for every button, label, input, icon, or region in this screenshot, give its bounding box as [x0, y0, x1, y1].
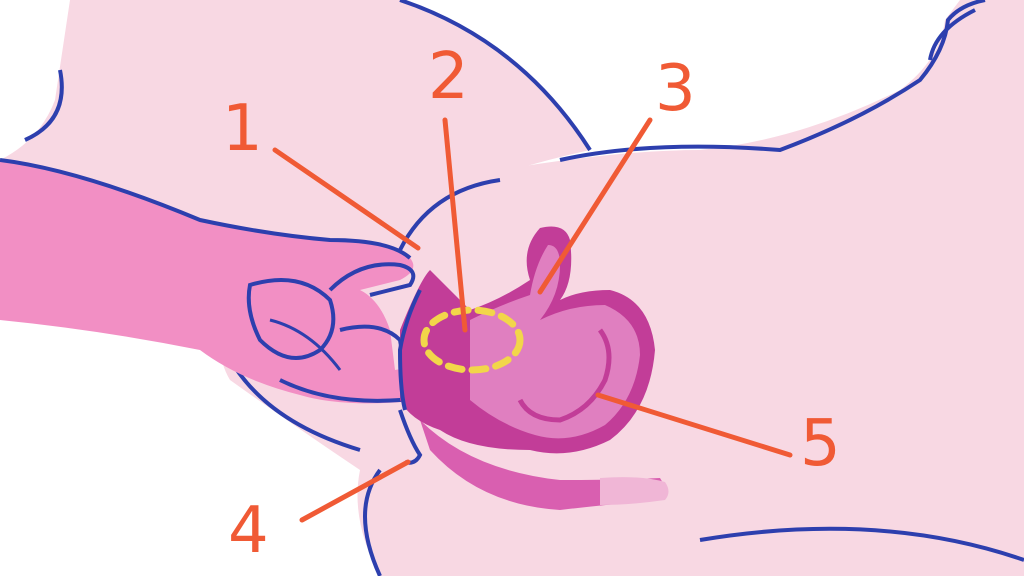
dotted-zone-marker	[420, 306, 524, 374]
callout-line-1	[272, 147, 421, 251]
thumb-outline	[269, 318, 342, 371]
callout-labels: 1 2 3 4 5	[222, 40, 841, 568]
callout-label-5: 5	[800, 407, 841, 481]
pelvic-anatomy-illustration	[397, 226, 669, 510]
right-hip-shape	[220, 0, 1024, 576]
arm-top-outline	[0, 158, 412, 260]
canal-outline	[397, 289, 422, 411]
callout-label-2: 2	[428, 40, 469, 114]
right-hip-outline-inner	[928, 8, 976, 61]
callout-label-4: 4	[228, 494, 269, 568]
upper-thigh-outline	[399, 0, 592, 152]
upper-thigh-shape	[0, 0, 590, 260]
callout-label-1: 1	[222, 92, 263, 166]
callout-lines	[272, 117, 793, 523]
spiral-line	[517, 328, 612, 423]
vulva-outline	[398, 178, 501, 251]
right-hip-outline	[559, 0, 986, 162]
arm-shape	[0, 160, 497, 404]
left-curve-outline	[24, 69, 64, 142]
callout-line-2	[442, 117, 468, 333]
callout-line-3	[537, 117, 653, 295]
lower-canal-tail	[600, 477, 669, 505]
callout-label-3: 3	[655, 52, 696, 126]
finger-outline-1	[328, 262, 416, 297]
knuckle-outline	[246, 278, 336, 360]
callout-line-5	[595, 392, 793, 458]
callout-line-4	[299, 459, 411, 523]
bottom-right-outline	[699, 526, 1024, 562]
